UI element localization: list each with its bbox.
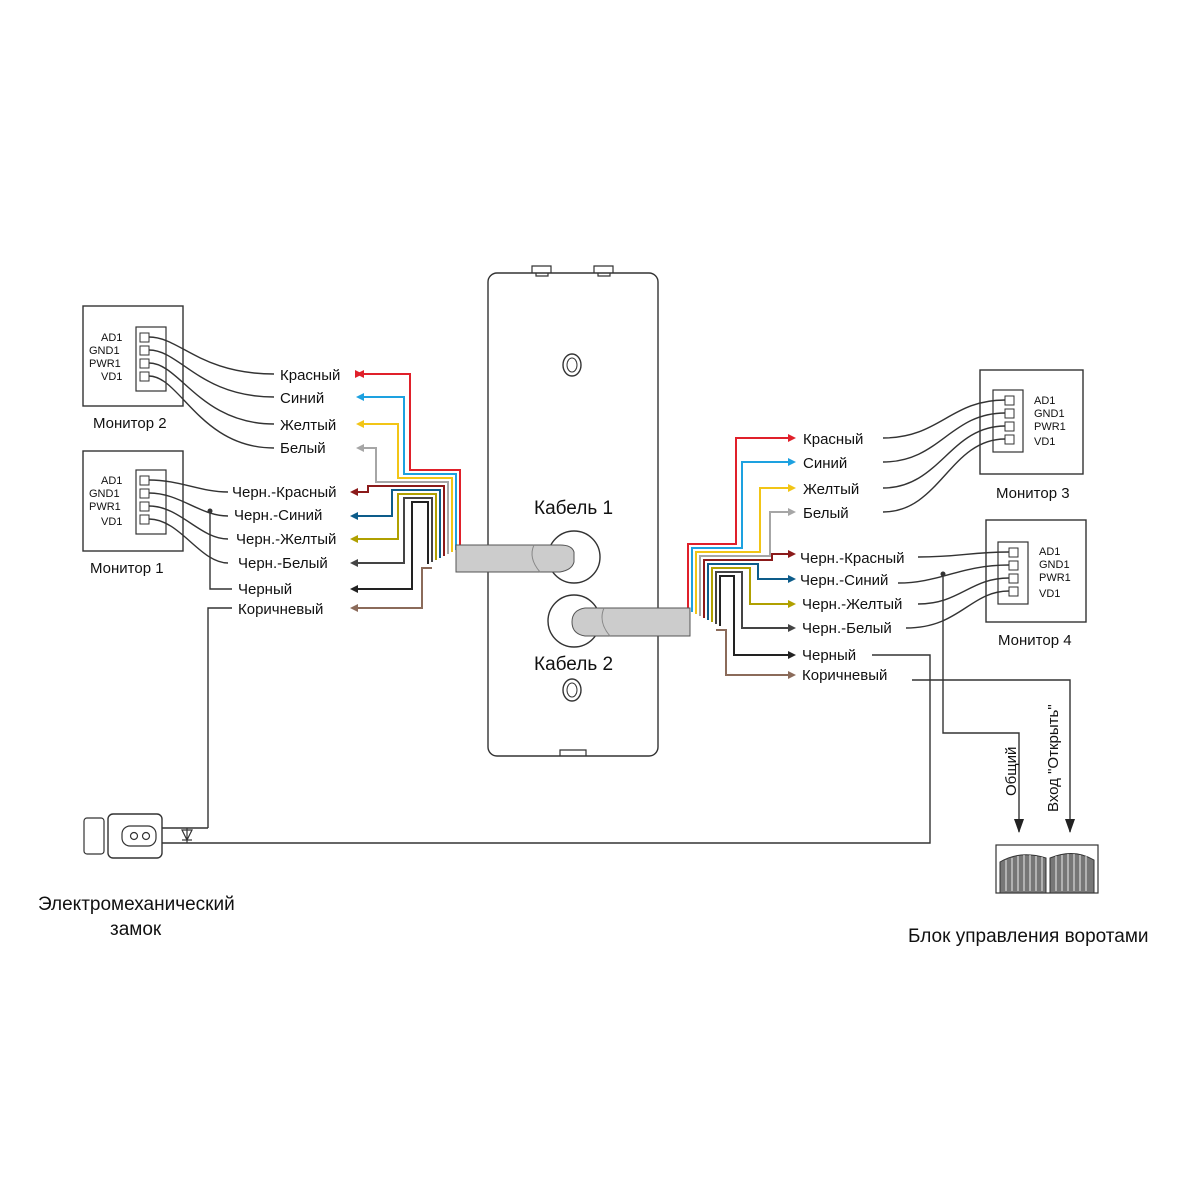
c2-label-black-blue: Черн.-Синий — [800, 572, 888, 589]
cable2-label: Кабель 2 — [534, 654, 613, 675]
cable1-labels: Красный Синий Желтый Белый Черн.-Красный… — [232, 367, 340, 618]
m3-pin-vd1: VD1 — [1034, 436, 1055, 448]
m4-pin-pwr1: PWR1 — [1039, 572, 1071, 584]
cable2-arrowheads — [788, 434, 796, 679]
monitor-4-title: Монитор 4 — [998, 632, 1072, 649]
lock-label-line2: замок — [110, 919, 162, 940]
cable1-jacket — [455, 544, 575, 573]
c1-label-red: Красный — [280, 367, 340, 384]
cable2-labels: Красный Синий Желтый Белый Черн.-Красный… — [800, 431, 905, 684]
cable1-arrowheads — [350, 370, 364, 612]
cable2-wires — [687, 437, 790, 676]
c2-label-yellow: Желтый — [803, 481, 859, 498]
c1-label-black-white: Черн.-Белый — [238, 555, 328, 572]
m2-pin-ad1: AD1 — [101, 332, 122, 344]
monitor-1-title: Монитор 1 — [90, 560, 164, 577]
lock-icon — [83, 813, 163, 859]
m4-pin-gnd1: GND1 — [1039, 559, 1070, 571]
m3-pin-pwr1: PWR1 — [1034, 421, 1066, 433]
monitor-2: AD1 GND1 PWR1 VD1 — [82, 305, 184, 407]
c2-label-blue: Синий — [803, 455, 847, 472]
c1-label-blue: Синий — [280, 390, 324, 407]
monitor-1: AD1 GND1 PWR1 VD1 — [82, 450, 184, 552]
c1-label-black: Черный — [238, 581, 292, 598]
c1-label-brown: Коричневый — [238, 601, 323, 618]
c2-label-black-red: Черн.-Красный — [800, 550, 905, 567]
diode-icon — [162, 827, 208, 844]
panel-hole-bottom — [562, 678, 582, 702]
c1-label-black-blue: Черн.-Синий — [234, 507, 322, 524]
m1-pin-ad1: AD1 — [101, 475, 122, 487]
c1-label-yellow: Желтый — [280, 417, 336, 434]
c1-label-white: Белый — [280, 440, 326, 457]
c2-label-black-yellow: Черн.-Желтый — [802, 596, 902, 613]
c1-label-black-red: Черн.-Красный — [232, 484, 337, 501]
m2-pin-vd1: VD1 — [101, 371, 122, 383]
gate-common-label: Общий — [1003, 747, 1020, 796]
m2-pin-gnd1: GND1 — [89, 345, 120, 357]
m1-pin-pwr1: PWR1 — [89, 501, 121, 513]
c2-label-brown: Коричневый — [802, 667, 887, 684]
monitor-2-title: Монитор 2 — [93, 415, 167, 432]
m1-pin-gnd1: GND1 — [89, 488, 120, 500]
m3-pin-ad1: AD1 — [1034, 395, 1055, 407]
monitor-4: AD1 GND1 PWR1 VD1 — [985, 519, 1087, 623]
cable1-wires — [355, 370, 461, 609]
cable1-label: Кабель 1 — [534, 498, 613, 519]
m4-pin-ad1: AD1 — [1039, 546, 1060, 558]
lock-label-line1: Электромеханический — [38, 894, 235, 915]
c2-label-white: Белый — [803, 505, 849, 522]
gate-icon — [995, 844, 1099, 894]
gate-label: Блок управления воротами — [908, 926, 1149, 947]
panel-hole-top — [562, 353, 582, 377]
m3-pin-gnd1: GND1 — [1034, 408, 1065, 420]
monitor-3-title: Монитор 3 — [996, 485, 1070, 502]
c2-label-black-white: Черн.-Белый — [802, 620, 892, 637]
monitor-3: AD1 GND1 PWR1 VD1 — [979, 369, 1084, 475]
m4-pin-vd1: VD1 — [1039, 588, 1060, 600]
c1-label-black-yellow: Черн.-Желтый — [236, 531, 336, 548]
m1-pin-vd1: VD1 — [101, 516, 122, 528]
cable2-jacket — [571, 607, 691, 637]
m2-pin-pwr1: PWR1 — [89, 358, 121, 370]
c2-label-red: Красный — [803, 431, 863, 448]
gate-open-input-label: Вход "Открыть" — [1045, 704, 1062, 812]
c2-label-black: Черный — [802, 647, 856, 664]
